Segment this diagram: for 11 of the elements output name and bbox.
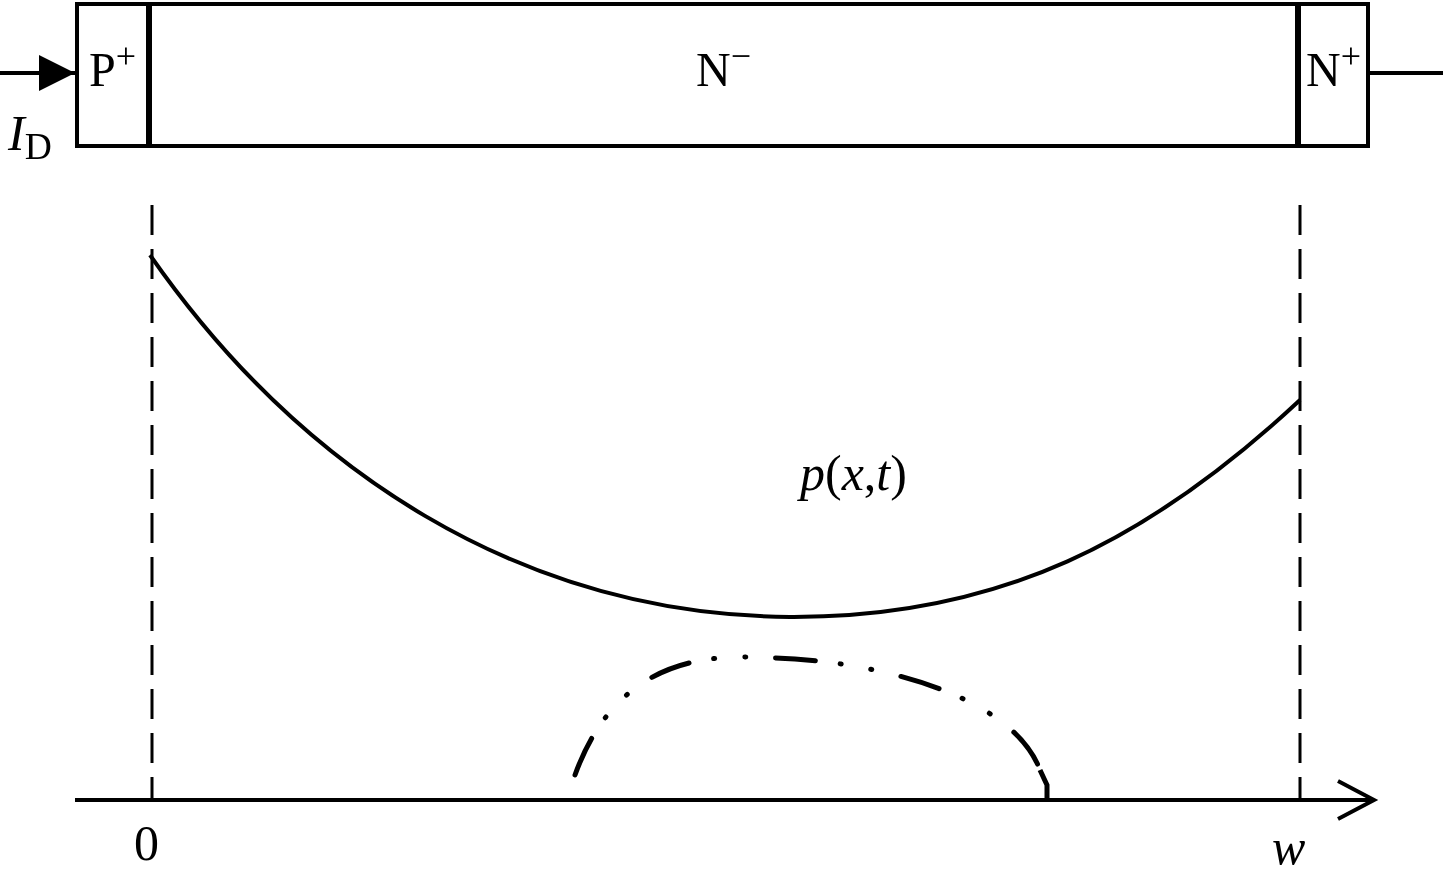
region-box bbox=[75, 2, 150, 148]
region-label: N$^{−}$ bbox=[696, 46, 751, 94]
region-box bbox=[148, 2, 1299, 148]
axis-tick-label: 0 bbox=[134, 818, 159, 868]
region-box bbox=[1297, 2, 1370, 148]
current-label: I$_{D}$ bbox=[8, 108, 52, 158]
wire bbox=[1370, 71, 1443, 75]
region-label: N$^{+}$ bbox=[1306, 46, 1361, 94]
wire bbox=[0, 55, 75, 91]
region-label: P$^{+}$ bbox=[89, 46, 136, 94]
axis-label: w bbox=[1272, 822, 1306, 872]
